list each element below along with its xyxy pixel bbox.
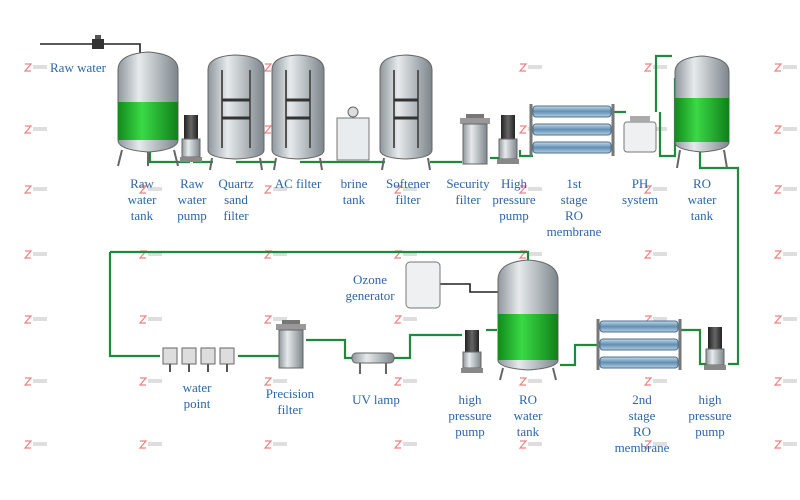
watermark-logo bbox=[263, 377, 287, 386]
pipe-pump-to-membrane bbox=[518, 150, 533, 158]
security-filter-icon bbox=[460, 114, 490, 165]
pipe-ph-return bbox=[654, 54, 672, 112]
raw-water-tank-icon bbox=[117, 51, 179, 167]
watermark-logo bbox=[263, 315, 287, 324]
watermark-logo bbox=[518, 63, 542, 72]
softener-filter-icon bbox=[379, 54, 433, 171]
uv-lamp-icon bbox=[351, 352, 395, 374]
inlet-valve-icon bbox=[92, 35, 104, 49]
uv-lamp-label: UV lamp bbox=[352, 392, 400, 407]
watermark-logo bbox=[518, 377, 542, 386]
pipe-ozone bbox=[440, 283, 505, 293]
watermark-logo bbox=[518, 185, 542, 194]
watermark-logo bbox=[773, 377, 797, 386]
watermark-logo bbox=[393, 440, 417, 449]
pipe-membrane-to-tank2 bbox=[560, 343, 598, 367]
water-point-icons bbox=[162, 347, 235, 372]
watermark-logo bbox=[23, 377, 47, 386]
high-pressure-pump-2-icon bbox=[461, 330, 483, 373]
tap-icon bbox=[162, 347, 178, 372]
watermark-logo bbox=[23, 185, 47, 194]
brine-tank-icon bbox=[336, 106, 370, 161]
watermark-logo bbox=[643, 377, 667, 386]
watermark-logo bbox=[643, 250, 667, 259]
pipe-top-return bbox=[110, 250, 530, 262]
watermark-logo bbox=[773, 250, 797, 259]
watermark-logo bbox=[23, 440, 47, 449]
inlet-label: Raw water bbox=[50, 60, 107, 75]
watermark-logo bbox=[773, 125, 797, 134]
watermark-logo bbox=[643, 63, 667, 72]
ro-membrane-2-icon bbox=[596, 319, 682, 370]
pipe-precision-to-uv bbox=[306, 338, 352, 360]
watermark-logo bbox=[263, 185, 287, 194]
ozone-generator-icon bbox=[405, 261, 441, 309]
pipe-uv-to-pump2 bbox=[393, 333, 462, 360]
watermark-logo bbox=[138, 185, 162, 194]
tap-icon bbox=[219, 347, 235, 372]
watermark-logo bbox=[773, 63, 797, 72]
precision-filter-icon bbox=[276, 320, 306, 369]
pipe-left-drop bbox=[108, 252, 160, 358]
watermark-logo bbox=[643, 185, 667, 194]
high-pressure-pump-1-icon bbox=[497, 115, 519, 164]
quartz-sand-filter-icon bbox=[207, 54, 265, 171]
watermark-logo bbox=[643, 440, 667, 449]
ac-filter-icon bbox=[271, 54, 325, 171]
ac-filter-label: AC filter bbox=[275, 176, 322, 191]
ro-water-tank-1-icon bbox=[674, 55, 730, 169]
watermark-logo bbox=[138, 440, 162, 449]
watermark-logo bbox=[393, 377, 417, 386]
ro-membrane-1-icon bbox=[529, 104, 615, 156]
ro-water-tank-2-icon bbox=[497, 259, 559, 381]
high-pressure-pump-3-icon bbox=[704, 327, 726, 370]
watermark-logo bbox=[393, 315, 417, 324]
watermark-logo bbox=[23, 63, 47, 72]
ph-system-icon bbox=[623, 116, 657, 153]
pipe-pump3-to-membrane bbox=[680, 328, 707, 366]
watermark-logo bbox=[138, 315, 162, 324]
watermark-logo bbox=[773, 185, 797, 194]
watermark-logo bbox=[773, 315, 797, 324]
raw-water-pump-icon bbox=[180, 115, 202, 162]
tap-icon bbox=[181, 347, 197, 372]
watermark-logo bbox=[138, 377, 162, 386]
tap-icon bbox=[200, 347, 216, 372]
watermark-logo bbox=[23, 250, 47, 259]
watermark-logo bbox=[23, 125, 47, 134]
watermark-logo bbox=[393, 185, 417, 194]
watermark-logo bbox=[23, 315, 47, 324]
watermark-logo bbox=[263, 440, 287, 449]
inlet-pipe bbox=[40, 43, 141, 58]
watermark-logo bbox=[518, 440, 542, 449]
pipe-rotank-to-pump3 bbox=[698, 150, 740, 366]
watermark-logo bbox=[773, 440, 797, 449]
